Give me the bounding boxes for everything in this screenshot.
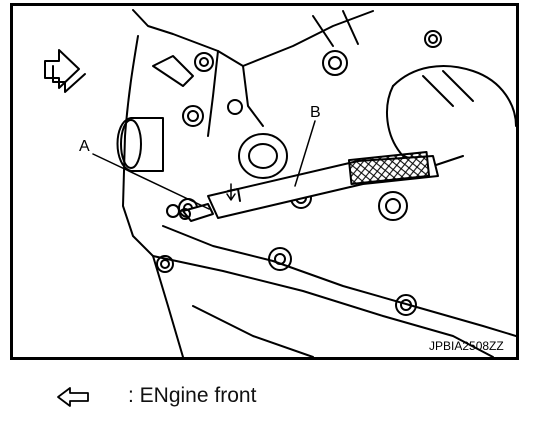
callout-b: B: [310, 104, 321, 121]
legend: : ENgine front: [56, 380, 456, 414]
engine-illustration: A B JPBIA2508ZZ: [44, 9, 516, 357]
engine-illustration-frame: A B JPBIA2508ZZ: [10, 3, 519, 360]
legend-text: : ENgine front: [128, 384, 257, 407]
outline-arrow-left-icon: [57, 387, 89, 407]
image-code: JPBIA2508ZZ: [429, 339, 504, 353]
callout-a: A: [79, 138, 90, 155]
